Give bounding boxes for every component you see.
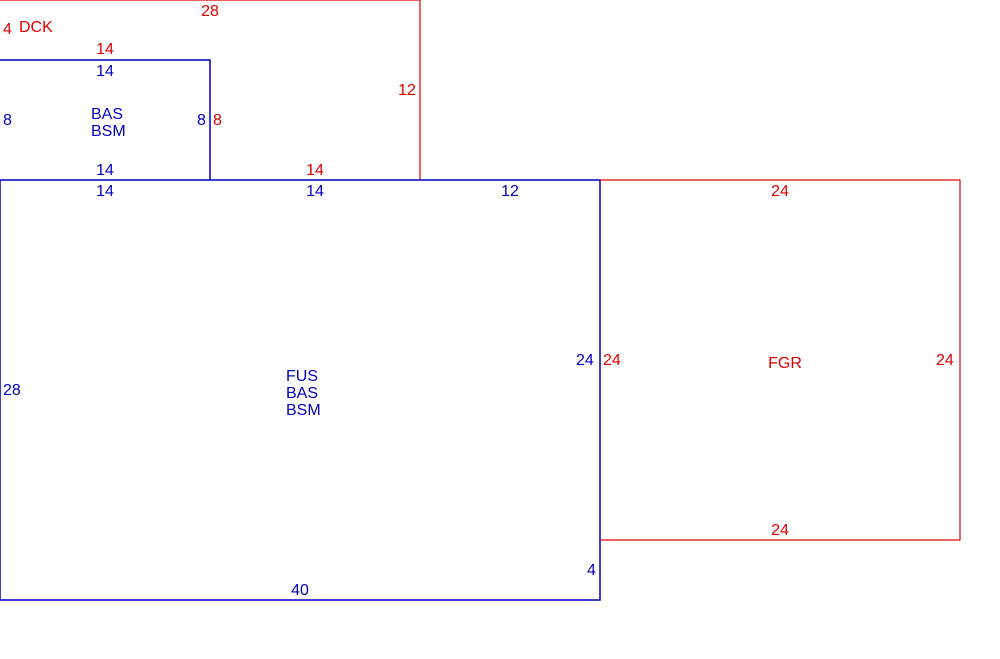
fgr-outline: [600, 179, 961, 541]
fgr-left-dimension: 24: [603, 352, 621, 369]
dck-area-label: DCK: [19, 19, 53, 36]
fus-left-dimension: 28: [3, 382, 21, 399]
dck-top-dimension: 28: [201, 3, 219, 20]
dck-right-dimension: 12: [398, 82, 416, 99]
bas-upper-left-dimension: 8: [3, 112, 12, 129]
dck-inner-right-dimension: 8: [213, 112, 222, 129]
fgr-area-label: FGR: [768, 355, 802, 372]
fus-top-left-dimension: 14: [96, 183, 114, 200]
bas-upper-outline: [0, 59, 211, 180]
bas-upper-code-1: BAS: [91, 106, 123, 123]
fgr-right-dimension: 24: [936, 352, 954, 369]
dck-left-dimension: 4: [3, 21, 12, 38]
fgr-top-dimension: 24: [771, 183, 789, 200]
fus-code-1: FUS: [286, 368, 318, 385]
fus-outline: [0, 179, 601, 601]
fus-code-2: BAS: [286, 385, 318, 402]
dck-bottom-dimension: 14: [306, 162, 324, 179]
bas-upper-bottom-dimension: 14: [96, 162, 114, 179]
fus-code-3: BSM: [286, 402, 321, 419]
dck-outline: [0, 0, 421, 180]
fus-bottom-dimension: 40: [291, 582, 309, 599]
bas-upper-code-2: BSM: [91, 123, 126, 140]
dck-inner-top-dimension: 14: [96, 41, 114, 58]
fus-top-mid-dimension: 14: [306, 183, 324, 200]
fus-bottom-right-step-dimension: 4: [587, 562, 596, 579]
bas-upper-top-dimension: 14: [96, 63, 114, 80]
fus-right-dimension: 24: [576, 352, 594, 369]
bas-upper-right-dimension: 8: [197, 112, 206, 129]
fus-top-right-dimension: 12: [501, 183, 519, 200]
fgr-bottom-dimension: 24: [771, 522, 789, 539]
